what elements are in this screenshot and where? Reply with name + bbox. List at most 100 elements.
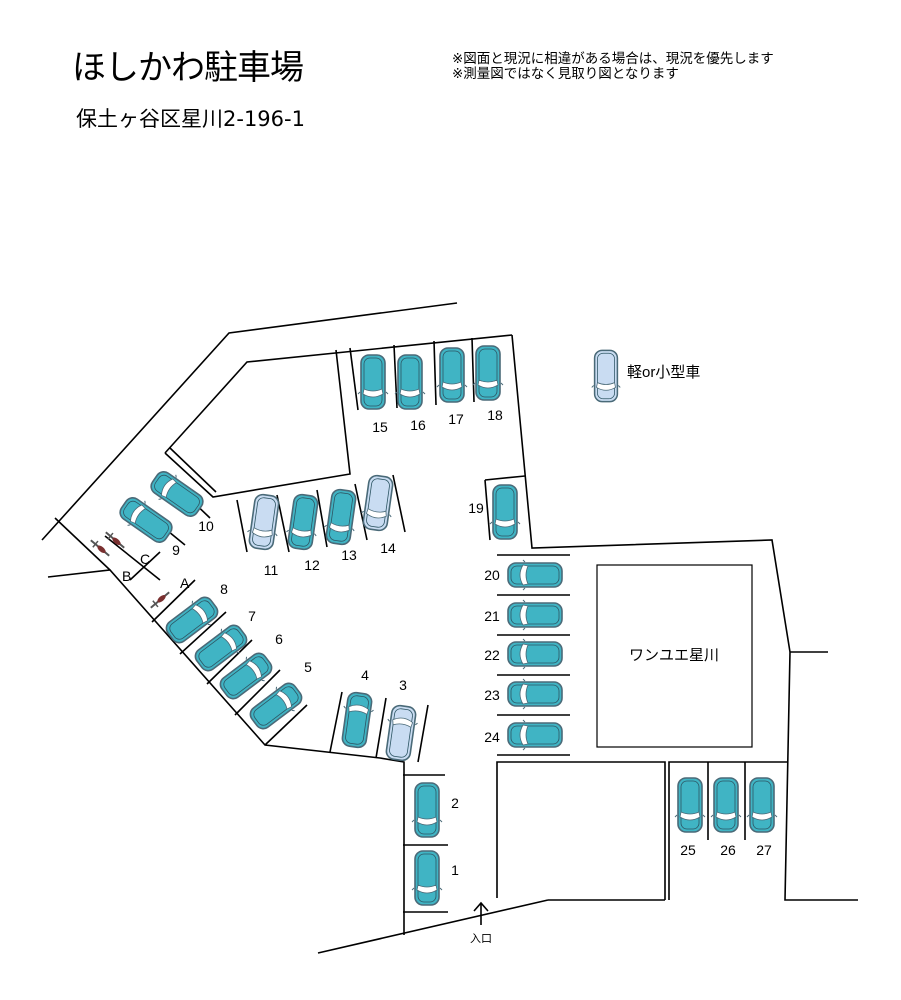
slot-line bbox=[484, 479, 491, 541]
slot-line bbox=[234, 669, 281, 716]
slot-line bbox=[392, 474, 406, 533]
space-number: 9 bbox=[172, 542, 180, 558]
light-car-icon bbox=[358, 473, 398, 533]
note-1: ※図面と現況に相違がある場合は、現況を優先します bbox=[452, 51, 774, 67]
parking-space-6: 6 bbox=[214, 631, 283, 706]
car-icon bbox=[507, 638, 563, 670]
space-number: 3 bbox=[399, 677, 407, 693]
space-number: 18 bbox=[487, 407, 503, 423]
notes: ※図面と現況に相違がある場合は、現況を優先します ※測量図ではなく見取り図となり… bbox=[452, 52, 774, 82]
slot-line bbox=[236, 499, 248, 553]
space-number: 21 bbox=[484, 608, 500, 624]
slot-line bbox=[484, 475, 526, 481]
slot-line bbox=[104, 535, 161, 581]
legend-label: 軽or小型車 bbox=[627, 364, 700, 381]
page-title: ほしかわ駐車場 bbox=[72, 48, 304, 88]
slot-line bbox=[349, 347, 359, 411]
slot-line bbox=[179, 611, 227, 655]
slot-line bbox=[169, 447, 217, 493]
parking-space-26: 26 bbox=[710, 777, 742, 858]
space-number: 2 bbox=[451, 795, 459, 811]
car-icon bbox=[507, 599, 563, 631]
space-number: 11 bbox=[264, 562, 279, 578]
space-number: 5 bbox=[304, 659, 312, 675]
parking-space-11: 11 bbox=[244, 492, 284, 578]
slot-line bbox=[433, 340, 437, 406]
car-icon bbox=[507, 559, 563, 591]
slot-line bbox=[471, 337, 475, 403]
car-icon bbox=[489, 484, 521, 540]
car-icon bbox=[411, 850, 443, 906]
car-icon bbox=[394, 354, 426, 410]
light-car-icon bbox=[381, 703, 421, 763]
bicycle-icon bbox=[147, 588, 173, 612]
bicycle-icon bbox=[102, 528, 128, 552]
space-number: 19 bbox=[468, 500, 484, 516]
car-icon bbox=[357, 354, 389, 410]
slot-line bbox=[151, 579, 196, 623]
parking-space-20: 20 bbox=[484, 559, 563, 591]
car-icon bbox=[411, 782, 443, 838]
boundary-lines bbox=[41, 302, 858, 954]
parking-space-7: 7 bbox=[189, 608, 256, 678]
bike-space-label: C bbox=[140, 551, 150, 567]
parking-space-10: 10 bbox=[145, 465, 214, 534]
parking-space-24: 24 bbox=[484, 719, 563, 751]
entrance-label: 入口 bbox=[470, 933, 492, 945]
parking-space-14: 14 bbox=[358, 473, 398, 556]
slot-line bbox=[393, 344, 398, 409]
parking-space-2: 2 bbox=[411, 782, 459, 838]
parking-space-8: 8 bbox=[160, 581, 228, 650]
space-number: 10 bbox=[198, 518, 214, 534]
parking-space-19: 19 bbox=[468, 484, 521, 540]
parking-space-18: 18 bbox=[472, 345, 504, 423]
parking-space-4: 4 bbox=[337, 667, 377, 750]
space-number: 15 bbox=[372, 419, 388, 435]
arrow-up-icon bbox=[473, 901, 489, 925]
parking-space-23: 23 bbox=[484, 678, 563, 710]
parking-space-22: 22 bbox=[484, 638, 563, 670]
bicycle-icon bbox=[87, 536, 113, 560]
slot-lines bbox=[104, 337, 570, 913]
space-number: 27 bbox=[756, 842, 772, 858]
car-icon bbox=[436, 347, 468, 403]
light-car-icon bbox=[244, 492, 284, 552]
slot-line bbox=[316, 489, 328, 548]
car-icon bbox=[337, 690, 377, 750]
slot-line bbox=[129, 551, 161, 581]
space-number: 17 bbox=[448, 411, 464, 427]
space-number: 20 bbox=[484, 567, 500, 583]
light-car-icon bbox=[590, 349, 622, 403]
parking-space-15: 15 bbox=[357, 354, 389, 435]
slot-line bbox=[206, 639, 253, 685]
space-number: 1 bbox=[451, 862, 459, 878]
car-icon bbox=[244, 676, 308, 736]
parking-space-13: 13 bbox=[321, 487, 361, 563]
entrance: 入口 bbox=[470, 901, 492, 945]
car-icon bbox=[507, 678, 563, 710]
legend: 軽or小型車 bbox=[590, 349, 700, 403]
space-number: 6 bbox=[275, 631, 283, 647]
car-icon bbox=[746, 777, 778, 833]
parking-space-17: 17 bbox=[436, 347, 468, 427]
space-number: 26 bbox=[720, 842, 736, 858]
space-number: 24 bbox=[484, 729, 500, 745]
slot-line bbox=[354, 483, 368, 541]
car-icon bbox=[472, 345, 504, 401]
slot-line bbox=[375, 697, 387, 759]
parking-space-25: 25 bbox=[674, 777, 706, 858]
space-number: 12 bbox=[304, 557, 320, 573]
parking-space-1: 1 bbox=[411, 850, 459, 906]
space-number: 25 bbox=[680, 842, 696, 858]
space-number: 13 bbox=[341, 547, 357, 563]
note-2: ※測量図ではなく見取り図となります bbox=[452, 66, 679, 82]
parking-space-16: 16 bbox=[394, 354, 426, 433]
parking-space-21: 21 bbox=[484, 599, 563, 631]
space-number: 8 bbox=[220, 581, 228, 597]
space-number: 23 bbox=[484, 687, 500, 703]
bike-space-label: B bbox=[122, 568, 131, 584]
parking-space-12: 12 bbox=[283, 492, 323, 573]
address: 保土ヶ谷区星川2-196-1 bbox=[76, 107, 305, 131]
